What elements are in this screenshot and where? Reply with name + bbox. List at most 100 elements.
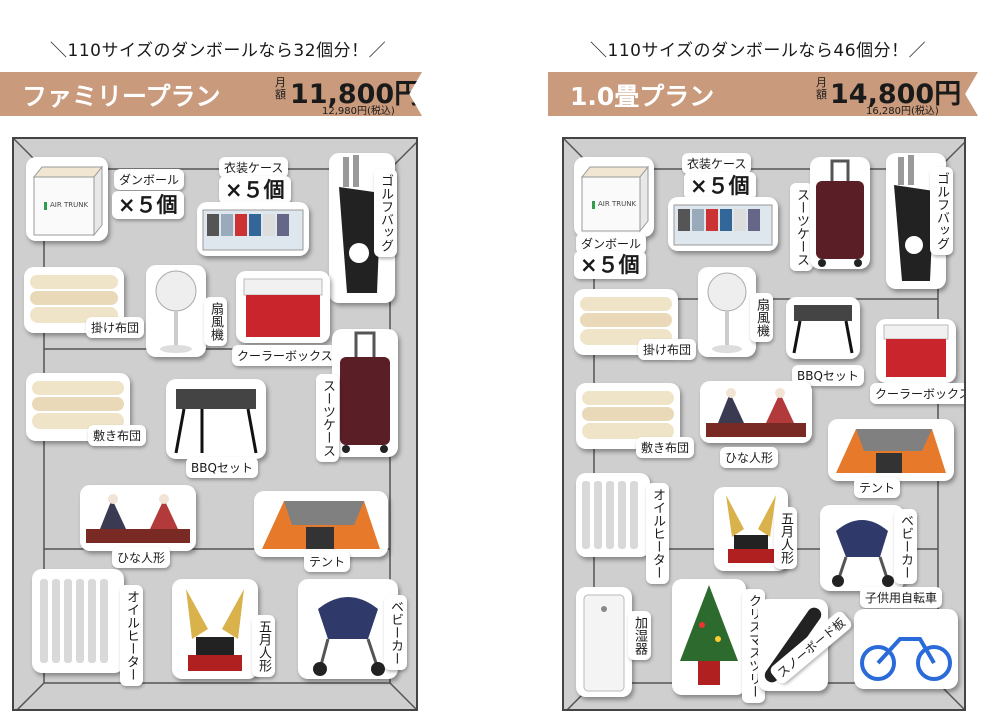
hina-doll-sticker [700, 381, 812, 443]
plan-header-ribbon: ファミリープラン 月額 11,800円 12,980円(税込) [0, 72, 422, 116]
label-kabuto: 五月人形 [774, 507, 797, 569]
label-cooler: クーラーボックス [870, 383, 964, 404]
cardboard-box-icon [580, 165, 650, 233]
box-brand: AIR TRUNK [598, 200, 637, 208]
label-case-count: ×５個 [684, 172, 756, 200]
label-case: 衣装ケース [682, 153, 752, 174]
clothes-case-icon [202, 209, 304, 251]
storage-room: AIR TRUNK ダンボール ×５個 衣装ケース ×５個 ゴルフバッグ [12, 137, 418, 711]
label-fan: 扇風機 [750, 293, 773, 342]
tent-sticker [254, 491, 388, 557]
golf-bag-icon [894, 155, 934, 281]
oil-heater-icon [582, 481, 638, 549]
label-stroller: ベビーカー [384, 595, 407, 670]
price: 11,800円 [290, 79, 422, 110]
label-stroller: ベビーカー [894, 509, 917, 584]
label-humidifier: 加湿器 [628, 611, 651, 660]
comforter-icon [580, 297, 672, 345]
label-case: 衣装ケース [219, 157, 289, 178]
clothes-case-icon [673, 204, 773, 246]
bbq-sticker [786, 297, 860, 359]
mattress-futon-icon [582, 391, 674, 439]
humidifier-sticker [576, 587, 632, 697]
price-label: 月額 [275, 76, 286, 101]
stroller-sticker [820, 505, 904, 591]
cooler-box-icon [243, 278, 323, 337]
humidifier-icon [583, 594, 625, 692]
label-box: ダンボール [576, 233, 647, 254]
storage-room: AIR TRUNK ダンボール ×５個 衣装ケース ×５個 スーツケース [562, 137, 966, 711]
comforter-icon [30, 275, 118, 323]
bbq-grill-icon [792, 305, 854, 354]
price-tax: 16,280円(税込) [866, 106, 939, 117]
suitcase-icon [340, 331, 390, 453]
oil-heater-icon [40, 579, 108, 663]
fan-icon [707, 272, 747, 353]
label-box-count: ×５個 [574, 251, 646, 279]
hina-doll-icon [706, 388, 806, 437]
label-box: ダンボール [114, 169, 185, 190]
plan-header-ribbon: 1.0畳プラン 月額 14,800円 16,280円(税込) [548, 72, 978, 116]
tent-sticker [828, 419, 954, 481]
label-hina: ひな人形 [720, 447, 779, 468]
fan-icon [155, 270, 197, 353]
label-cooler: クーラーボックス [232, 345, 338, 366]
christmas-tree-icon [680, 585, 738, 685]
tent-icon [836, 429, 946, 473]
cooler-sticker [236, 271, 330, 343]
stroller-sticker [298, 579, 398, 679]
hina-doll-sticker [80, 485, 196, 551]
kids-bike-icon [860, 637, 952, 681]
cooler-box-icon [883, 324, 949, 377]
label-futon2: 敷き布団 [636, 437, 695, 458]
label-suitcase: スーツケース [790, 183, 813, 271]
label-golf: ゴルフバッグ [374, 169, 397, 257]
label-fan: 扇風機 [204, 297, 227, 346]
cardboard-box-icon [32, 165, 104, 237]
kabuto-helmet-icon [726, 495, 776, 563]
clothes-case-sticker [197, 202, 309, 256]
capacity-note: ＼110サイズのダンボールなら32個分！／ [50, 41, 387, 61]
label-case-count: ×５個 [219, 176, 291, 204]
suitcase-icon [816, 159, 864, 267]
kids-bike-sticker [854, 609, 958, 689]
suitcase-sticker [810, 157, 870, 269]
label-bike: 子供用自転車 [860, 587, 943, 608]
kabuto-helmet-icon [186, 589, 244, 671]
label-futon1: 掛け布団 [86, 317, 145, 338]
clothes-case-sticker [668, 197, 778, 251]
christmas-tree-sticker [672, 579, 746, 695]
fan-sticker [146, 265, 206, 357]
fan-sticker [698, 267, 756, 357]
suitcase-sticker [332, 329, 398, 457]
oil-heater-sticker [32, 569, 124, 673]
bbq-sticker [166, 379, 266, 459]
hina-doll-icon [86, 494, 190, 543]
capacity-note: ＼110サイズのダンボールなら46個分！／ [590, 41, 927, 61]
kabuto-sticker [172, 579, 258, 679]
cooler-sticker [876, 319, 956, 383]
label-futon2: 敷き布団 [88, 425, 147, 446]
plan-one-tatami: ＼110サイズのダンボールなら46個分！／ 1.0畳プラン 月額 14,800円… [548, 0, 986, 723]
stroller-icon [313, 597, 385, 676]
tent-icon [262, 501, 380, 549]
label-tent: テント [854, 477, 901, 498]
label-heater: オイルヒーター [646, 483, 669, 584]
cardboard-box-sticker: AIR TRUNK [26, 157, 108, 241]
price-tax: 12,980円(税込) [322, 106, 395, 117]
mattress-futon-icon [32, 381, 124, 429]
label-hina: ひな人形 [112, 547, 171, 568]
box-brand: AIR TRUNK [50, 201, 89, 209]
price-label: 月額 [816, 76, 827, 101]
label-bbq: BBQセット [186, 457, 258, 478]
label-heater: オイルヒーター [120, 585, 143, 686]
label-futon1: 掛け布団 [638, 339, 697, 360]
plan-family: ＼110サイズのダンボールなら32個分！／ ファミリープラン 月額 11,800… [0, 0, 470, 723]
label-tent: テント [304, 551, 351, 572]
price: 14,800円 [830, 79, 962, 110]
cardboard-box-sticker: AIR TRUNK [574, 157, 654, 237]
label-bbq: BBQセット [792, 365, 864, 386]
bbq-grill-icon [174, 389, 258, 454]
label-golf: ゴルフバッグ [930, 167, 953, 255]
oil-heater-sticker [576, 473, 650, 557]
